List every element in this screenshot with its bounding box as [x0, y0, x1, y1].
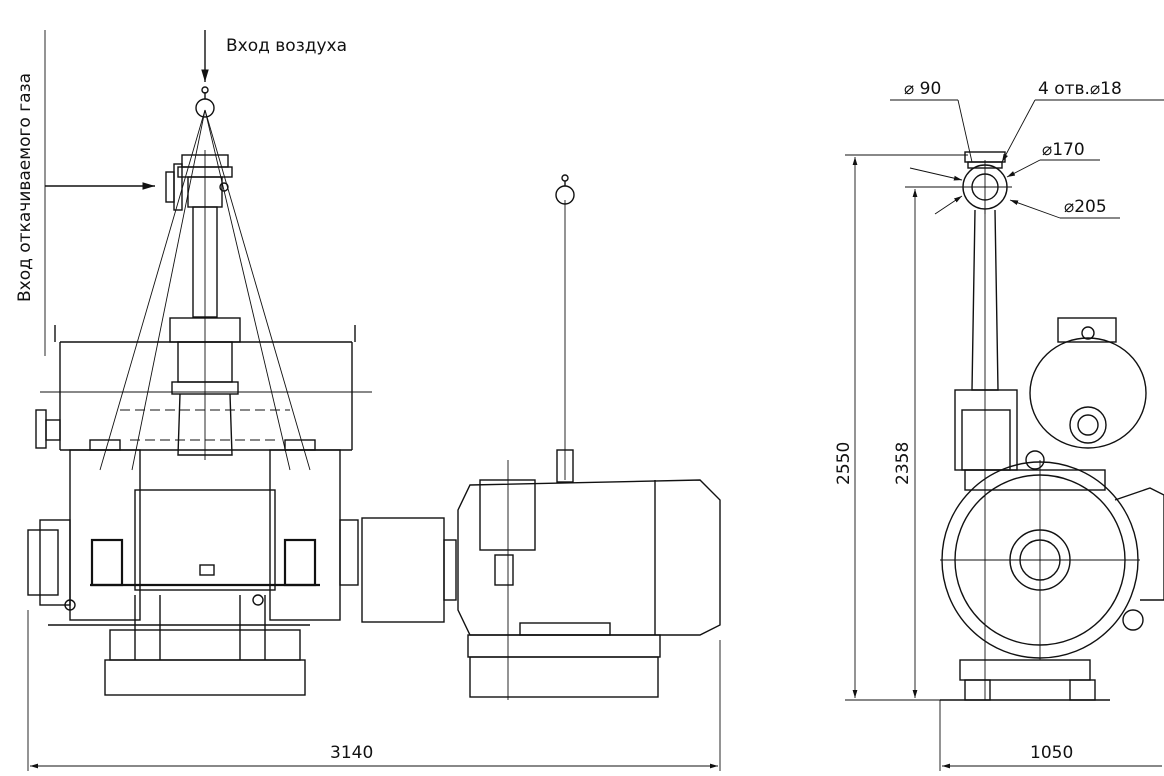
electric-motor	[457, 200, 721, 700]
height-flange-value: 2358	[893, 442, 913, 485]
gas-inlet-label: Вход откачиваемого газа	[15, 73, 35, 302]
end-base-frame	[940, 659, 1110, 701]
holes-label: 4 отв.⌀18	[1038, 79, 1122, 99]
dimension-overall-length	[27, 610, 721, 775]
dimension-overall-width	[939, 700, 1162, 775]
dimension-heights	[845, 154, 968, 701]
end-view	[845, 99, 1164, 775]
bolt-circle-label: ⌀170	[1042, 140, 1085, 160]
separator-tank	[35, 325, 372, 451]
separator-stack	[165, 150, 241, 460]
motor-base-frame	[467, 622, 661, 698]
coupling-guard	[361, 517, 445, 623]
overall-width-value: 1050	[1030, 743, 1073, 763]
motor-hook-icon	[555, 174, 575, 205]
bore-diameter-label: ⌀ 90	[904, 79, 941, 99]
pump-casing-end	[940, 450, 1144, 660]
crane-hook-icon	[195, 86, 215, 118]
inlet-flange	[958, 151, 1012, 214]
separator-tank-end	[1029, 317, 1147, 449]
flange-diameter-label: ⌀205	[1064, 197, 1107, 217]
motor-end-outline	[1114, 487, 1164, 601]
overall-length-value: 3140	[330, 743, 373, 763]
pump-base-frame	[64, 594, 306, 696]
flange-callout-leaders	[890, 99, 1164, 219]
side-view	[27, 30, 721, 775]
height-total-value: 2550	[834, 442, 854, 485]
pump-body	[27, 439, 359, 626]
air-inlet-label: Вход воздуха	[226, 36, 347, 56]
